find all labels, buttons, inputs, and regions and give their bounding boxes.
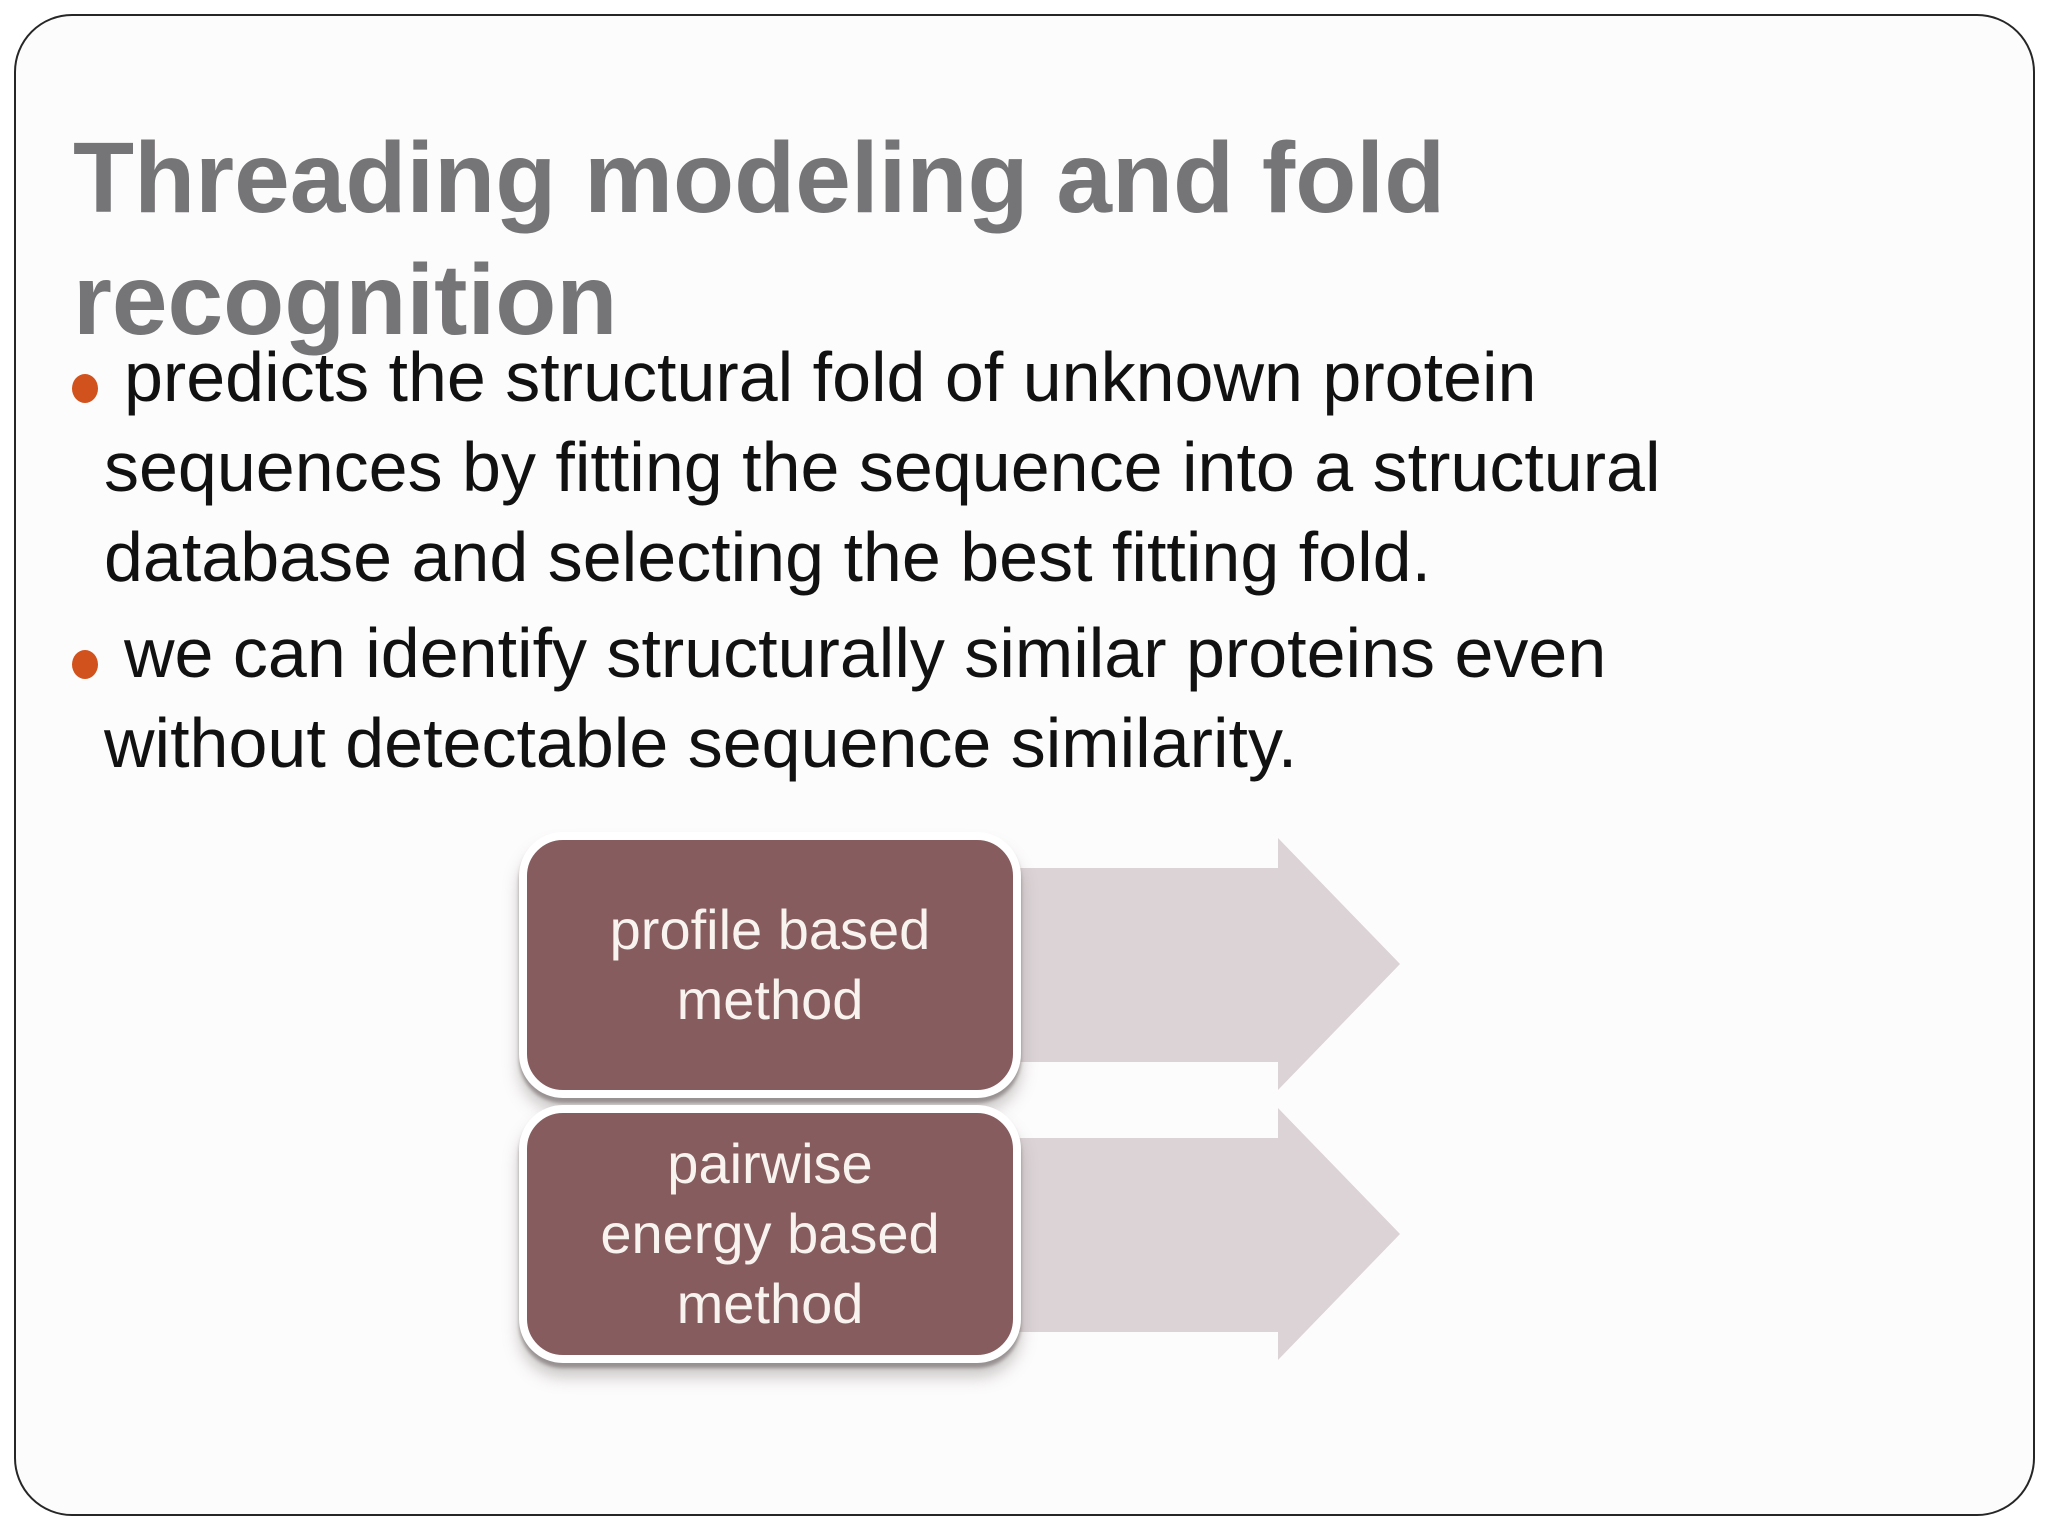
bullet-item: predicts the structural fold of unknown …	[60, 332, 1920, 602]
bullet-list: predicts the structural fold of unknown …	[60, 332, 1920, 794]
bullet-dot-icon	[72, 650, 98, 679]
bullet-text: predicts the structural fold of unknown …	[104, 338, 1661, 596]
bullet-dot-icon	[72, 374, 98, 403]
page-title: Threading modeling and fold recognition	[73, 122, 1446, 356]
bullet-item: we can identify structurally similar pro…	[60, 608, 1920, 788]
bullet-text: we can identify structurally similar pro…	[104, 614, 1607, 782]
